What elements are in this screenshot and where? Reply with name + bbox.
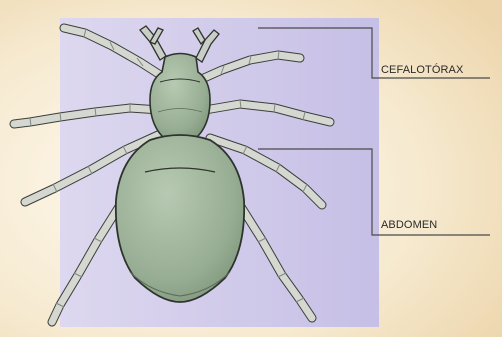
label-abdomen: ABDOMEN bbox=[381, 219, 437, 231]
label-cephalothorax: CEFALOTÓRAX bbox=[381, 64, 463, 76]
